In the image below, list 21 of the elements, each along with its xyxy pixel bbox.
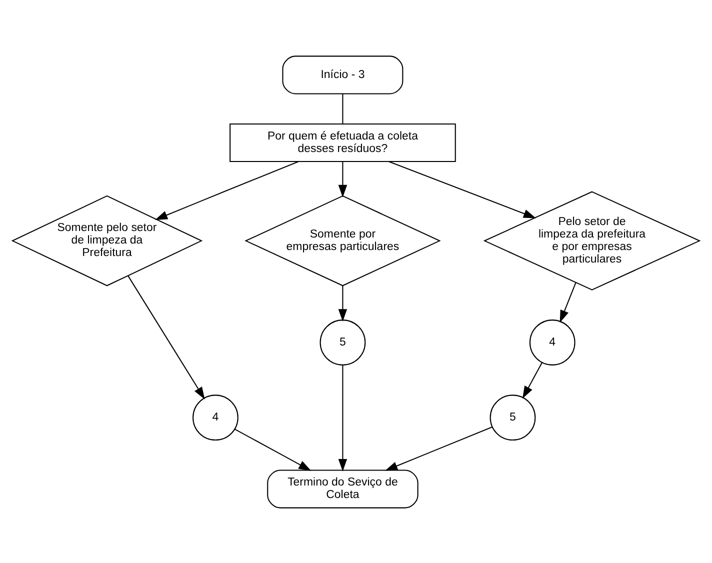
node-box: Início - 3 <box>282 55 404 94</box>
arrow <box>338 364 348 471</box>
node-diamond: Somente por empresas particulares <box>244 194 441 286</box>
node-box: Por quem é efetuada a coleta desses resíduos? <box>230 122 456 162</box>
node-circle: 4 <box>529 319 576 365</box>
arrow <box>234 428 312 470</box>
arrow <box>385 426 492 470</box>
arrow <box>338 161 348 197</box>
node-box: Termino do Seviço de Coleta <box>267 469 418 508</box>
node-diamond: Somente pelo setor de limpeza da Prefeitura <box>11 194 203 286</box>
arrow <box>338 285 348 322</box>
node-diamond: Pelo setor de limpeza da prefeitura e por empresas particulares <box>483 190 701 290</box>
arrow <box>154 160 299 220</box>
connector <box>342 93 344 124</box>
node-circle: 4 <box>192 394 238 440</box>
arrow <box>388 160 536 218</box>
arrow <box>522 362 542 398</box>
node-circle: 5 <box>320 319 366 365</box>
node-circle: 5 <box>490 394 536 440</box>
arrow <box>560 282 576 322</box>
arrow <box>128 275 205 399</box>
